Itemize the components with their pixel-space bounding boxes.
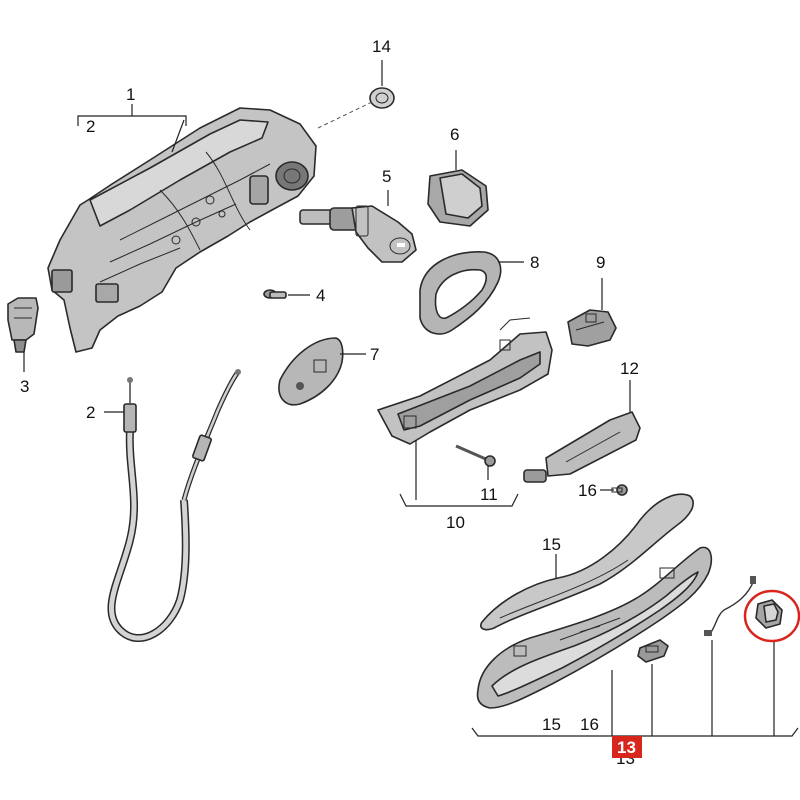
label-13: 13 bbox=[617, 738, 636, 757]
part-9-clip bbox=[567, 309, 617, 347]
label-12: 12 bbox=[620, 359, 639, 378]
label-4: 4 bbox=[316, 286, 325, 305]
label-16-upper: 16 bbox=[578, 481, 597, 500]
label-9: 9 bbox=[596, 253, 605, 272]
part-1-handle-carrier bbox=[47, 107, 317, 353]
label-7: 7 bbox=[370, 345, 379, 364]
label-14: 14 bbox=[372, 37, 391, 56]
label-5: 5 bbox=[382, 167, 391, 186]
leader-10-bracket bbox=[399, 493, 519, 507]
highlight-circle bbox=[743, 589, 800, 643]
part-15-handle-upper bbox=[479, 493, 694, 631]
label-6: 6 bbox=[450, 125, 459, 144]
label-1: 1 bbox=[126, 85, 135, 104]
label-15-upper: 15 bbox=[542, 535, 561, 554]
part-2-cables bbox=[107, 369, 241, 642]
part-16-screw bbox=[611, 484, 628, 496]
part-13-outer-handle bbox=[476, 546, 713, 709]
leader-13-bracket bbox=[471, 727, 799, 737]
label-2-upper: 2 bbox=[86, 117, 95, 136]
label-8: 8 bbox=[530, 253, 539, 272]
part-14-seal-ring bbox=[369, 87, 395, 109]
label-10: 10 bbox=[446, 513, 465, 532]
label-11: 11 bbox=[480, 485, 498, 504]
part-8-trim-frame bbox=[419, 251, 502, 335]
part-16-lower-cover bbox=[637, 639, 669, 663]
part-10-handle-frame bbox=[377, 317, 553, 445]
label-15-lower: 15 bbox=[542, 715, 561, 734]
part-7-cover-cap bbox=[278, 337, 344, 406]
part-wire-harness bbox=[704, 576, 756, 637]
part-6-cap bbox=[427, 169, 489, 227]
part-5-lock-cylinder bbox=[299, 205, 417, 263]
label-3: 3 bbox=[20, 377, 29, 396]
part-12-antenna-bar bbox=[523, 411, 641, 483]
part-4-screw bbox=[263, 289, 287, 299]
part-highlighted-cap bbox=[743, 589, 800, 643]
label-2-lower: 2 bbox=[86, 403, 95, 422]
dash-line-14 bbox=[317, 101, 373, 129]
part-11-long-screw bbox=[455, 444, 496, 467]
part-3-connector bbox=[7, 297, 39, 353]
highlight-badge-13[interactable]: 13 13 bbox=[612, 736, 642, 768]
label-16-lower: 16 bbox=[580, 715, 599, 734]
badge-background bbox=[612, 736, 642, 758]
